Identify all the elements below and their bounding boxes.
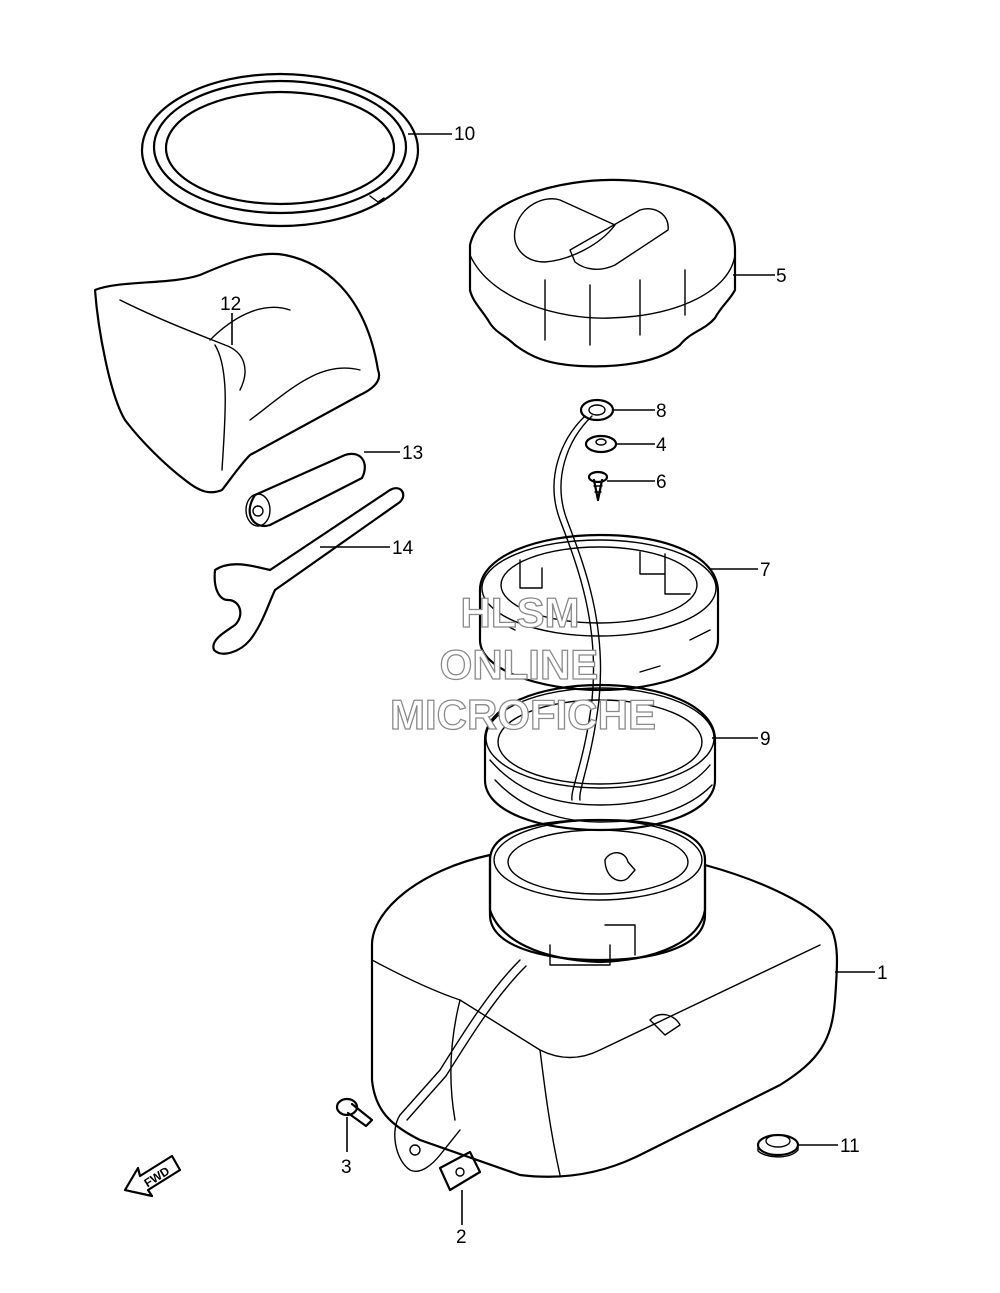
- o-ring-small-part: [579, 398, 615, 422]
- tank-cap-part: [468, 178, 737, 368]
- spanner-wrench-part: [212, 487, 405, 655]
- gasket-ring-part: [140, 72, 420, 228]
- watermark-line-3: MICROFICHE: [390, 691, 656, 738]
- forward-direction-arrow: FWD: [123, 1154, 182, 1198]
- watermark-line-1: HLSM: [461, 589, 580, 636]
- clip-part: [438, 1150, 482, 1192]
- leader-lines: [231, 133, 875, 1225]
- cylinder-pin-part: [245, 452, 366, 528]
- callouts: 10 5 12 8 4 13 6 14 7 9 1 11 3 2: [220, 124, 888, 1248]
- screw-part: [587, 470, 609, 502]
- callout-12: 12: [220, 294, 241, 315]
- callout-3: 3: [341, 1157, 352, 1178]
- callout-10: 10: [454, 124, 475, 145]
- watermark-line-2: ONLINE: [440, 641, 599, 688]
- callout-2: 2: [456, 1227, 467, 1248]
- callout-4: 4: [656, 435, 667, 456]
- retaining-ring-part: [478, 533, 720, 692]
- packing-washer-part: [584, 434, 618, 454]
- cap-tether-cord: [553, 415, 595, 801]
- callout-11: 11: [840, 1136, 860, 1157]
- callout-14: 14: [392, 538, 414, 559]
- bolt-part: [335, 1097, 374, 1128]
- callout-9: 9: [760, 729, 771, 750]
- grommet-part: [756, 1133, 800, 1158]
- fwd-label: FWD: [142, 1164, 173, 1191]
- callout-13: 13: [402, 443, 423, 464]
- callout-7: 7: [760, 560, 771, 581]
- fuel-tank-part: [370, 818, 839, 1178]
- callout-5: 5: [776, 266, 787, 287]
- callout-1: 1: [877, 963, 888, 984]
- tool-bag-part: [93, 252, 381, 494]
- callout-6: 6: [656, 472, 667, 493]
- watermark: HLSM ONLINE MICROFICHE: [389, 588, 656, 738]
- callout-8: 8: [656, 401, 667, 422]
